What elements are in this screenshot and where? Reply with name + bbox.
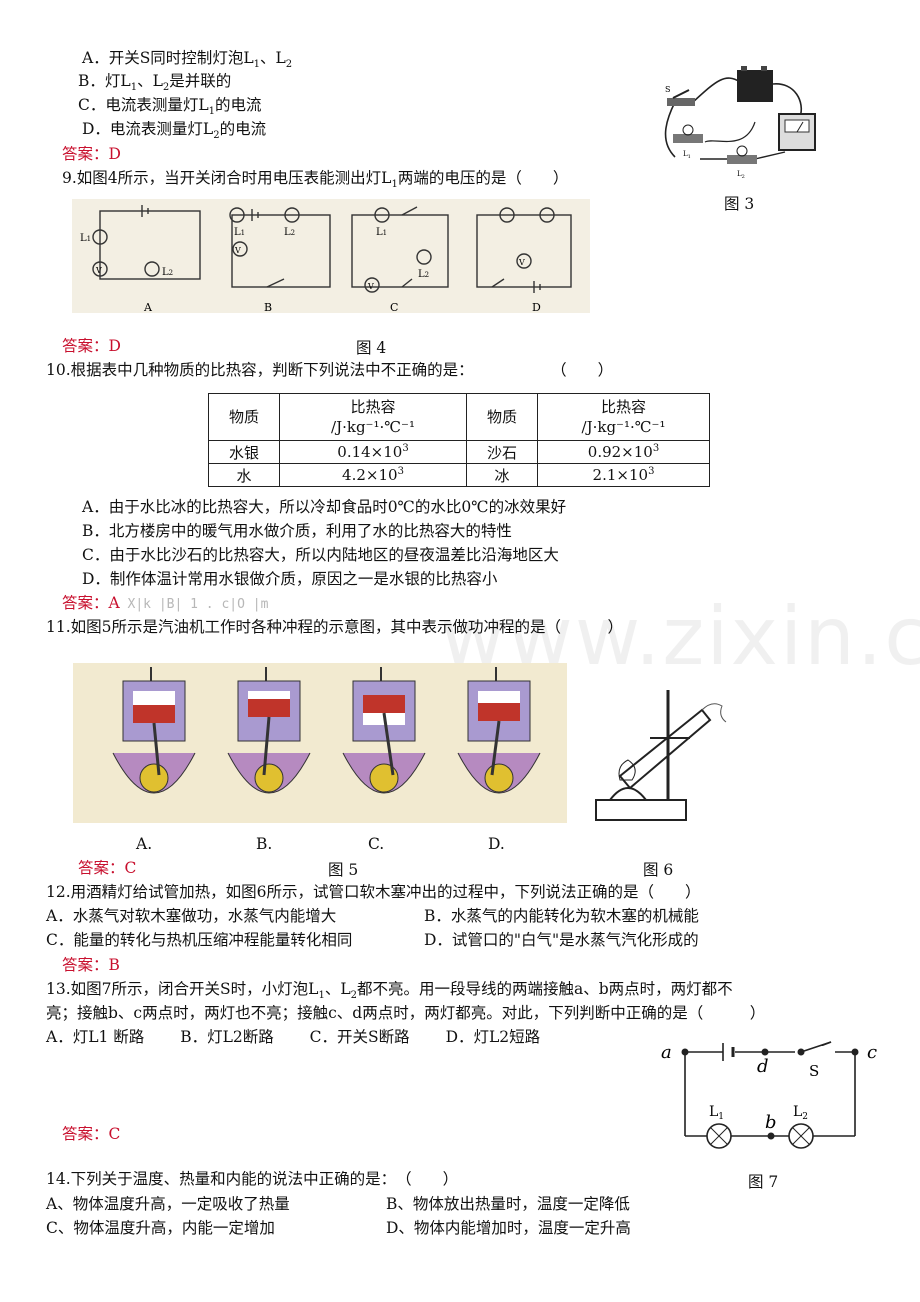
svg-text:V: V: [95, 266, 102, 275]
point-b: b: [765, 1112, 777, 1133]
q14-option-a: A、物体温度升高，一定吸收了热量: [46, 1195, 290, 1213]
table-header-substance: 物质: [208, 393, 280, 441]
switch-label: S: [809, 1062, 819, 1080]
alcohol-lamp-icon: [609, 787, 647, 801]
q8-option-d: D．电流表测量灯L2的电流: [82, 120, 267, 142]
q8-option-b: B．灯L1、L2是并联的: [78, 72, 232, 94]
q12-option-d: D．试管口的"白气"是水蒸气汽化形成的: [424, 931, 699, 949]
q10-option-b: B．北方楼房中的暖气用水做介质，利用了水的比热容大的特性: [82, 522, 512, 540]
svg-text:L1: L1: [709, 1104, 724, 1122]
q9-answer: 答案：D: [62, 337, 121, 355]
q8-option-a: A．开关S同时控制灯泡L1、L2: [82, 49, 293, 71]
q8-answer: 答案：D: [62, 145, 121, 163]
figure-3-caption: 图 3: [724, 195, 755, 213]
svg-text:V: V: [234, 246, 241, 255]
q8-option-c: C．电流表测量灯L1的电流: [78, 96, 262, 118]
point-c: c: [867, 1042, 877, 1063]
figure-4-label-b: B: [264, 301, 272, 313]
test-tube-icon: [618, 708, 712, 790]
q12-option-c: C．能量的转化与热机压缩冲程能量转化相同: [46, 931, 353, 949]
q13-stem-line-1: 13.如图7所示，闭合开关S时，小灯泡L1、L2都不亮。用一段导线的两端接触a、…: [46, 980, 733, 1002]
svg-text:L1: L1: [80, 233, 91, 244]
svg-text:L2: L2: [284, 227, 295, 238]
q11-answer: 答案：C: [78, 859, 137, 877]
lamp-l2-icon: [727, 155, 757, 164]
table-header-substance: 物质: [466, 393, 538, 441]
q14-option-c: C、物体温度升高，内能一定增加: [46, 1219, 275, 1237]
svg-text:L2: L2: [793, 1104, 808, 1122]
table-row: 水 4.2×103 冰 2.1×103: [208, 463, 710, 487]
q10-option-d: D．制作体温计常用水银做介质，原因之一是水银的比热容小: [82, 570, 498, 588]
q10-option-a: A．由于水比冰的比热容大，所以冷却食品时0℃的水比0℃的冰效果好: [82, 498, 567, 516]
svg-text:L2: L2: [737, 170, 745, 180]
figure-4-caption: 图 4: [356, 339, 387, 357]
point-d: d: [757, 1056, 769, 1077]
q13-stem-line-2: 亮；接触b、c两点时，两灯也不亮；接触c、d两点时，两灯都亮。对此，下列判断中正…: [46, 1004, 766, 1022]
figure-5-engine-strokes: [73, 663, 567, 823]
figure-7-caption: 图 7: [748, 1173, 779, 1191]
svg-text:L1: L1: [234, 227, 245, 238]
switch-s-icon: [800, 1041, 832, 1053]
q10-stem: 10.根据表中几种物质的比热容，判断下列说法中不正确的是： （ ）: [46, 361, 614, 379]
svg-text:S: S: [665, 85, 670, 94]
engine-a-icon: [112, 667, 196, 794]
figure-5-label-b: B.: [256, 835, 273, 853]
figure-6-caption: 图 6: [643, 861, 674, 879]
engine-c-icon: [342, 667, 426, 794]
circuit-b: [229, 207, 331, 288]
table-row: 水银 0.14×103 沙石 0.92×103: [208, 440, 710, 464]
svg-text:L1: L1: [683, 150, 691, 160]
q12-option-a: A．水蒸气对软木塞做功，水蒸气内能增大: [46, 907, 337, 925]
engine-b-icon: [227, 667, 311, 794]
figure-5-label-c: C.: [368, 835, 385, 853]
svg-text:L1: L1: [376, 227, 387, 238]
q13-answer: 答案：C: [62, 1125, 121, 1143]
q14-option-b: B、物体放出热量时，温度一定降低: [386, 1195, 630, 1213]
figure-5-caption: 图 5: [328, 861, 359, 879]
battery-box-icon: [737, 70, 773, 102]
lamp-l1-icon: [673, 134, 703, 143]
figure-4-label-a: A: [143, 301, 153, 313]
q13-options: A．灯L1 断路 B．灯L2断路 C．开关S断路 D．灯L2短路: [46, 1028, 541, 1046]
svg-text:L2: L2: [418, 269, 429, 280]
q10-option-c: C．由于水比沙石的比热容大，所以内陆地区的昼夜温差比沿海地区大: [82, 546, 559, 564]
point-a: a: [661, 1042, 672, 1063]
q12-stem: 12.用酒精灯给试管加热，如图6所示，试管口软木塞冲出的过程中，下列说法正确的是…: [46, 883, 701, 901]
flame-icon: [618, 759, 636, 781]
figure-4-label-d: D: [532, 301, 541, 313]
specific-heat-table: 物质 比热容/J·kg⁻¹·℃⁻¹ 物质 比热容/J·kg⁻¹·℃⁻¹ 水银 0…: [208, 393, 710, 487]
switch-icon: [667, 98, 695, 106]
q14-option-d: D、物体内能增加时，温度一定升高: [386, 1219, 631, 1237]
figure-5-label-a: A.: [136, 835, 153, 853]
q14-stem: 14.下列关于温度、热量和内能的说法中正确的是： （ ）: [46, 1170, 459, 1188]
table-header-heat: 比热容/J·kg⁻¹·℃⁻¹: [279, 393, 467, 441]
q10-answer: 答案：A X|k |B| 1 . c|O |m: [62, 594, 269, 612]
svg-text:V: V: [518, 258, 525, 267]
table-header-heat: 比热容/J·kg⁻¹·℃⁻¹: [537, 393, 710, 441]
circuit-c: [351, 206, 449, 293]
circuit-d: [476, 207, 572, 293]
figure-4-label-c: C: [390, 301, 398, 313]
figure-3-circuit: S L1 L2: [664, 66, 816, 180]
svg-text:V: V: [367, 282, 374, 291]
q12-option-b: B．水蒸气的内能转化为软木塞的机械能: [424, 907, 699, 925]
engine-d-icon: [457, 667, 541, 794]
figure-5-label-d: D.: [488, 835, 505, 853]
lamp-l2-icon: [788, 1123, 814, 1149]
q12-answer: 答案：B: [62, 956, 120, 974]
q9-stem: 9.如图4所示，当开关闭合时用电压表能测出灯L1两端的电压的是（ ）: [62, 169, 569, 191]
figure-4: L1 V L2 A V L1 L2 B V L1 L2 C: [72, 199, 590, 314]
svg-text:L2: L2: [162, 267, 173, 278]
figure-7-circuit: a d c b S L1 L2: [661, 1041, 877, 1149]
lamp-l1-icon: [706, 1123, 732, 1149]
q11-stem: 11.如图5所示是汽油机工作时各种冲程的示意图，其中表示做功冲程的是（ ）: [46, 618, 624, 636]
figure-6-test-tube: [595, 690, 727, 821]
circuit-a: [92, 205, 201, 280]
